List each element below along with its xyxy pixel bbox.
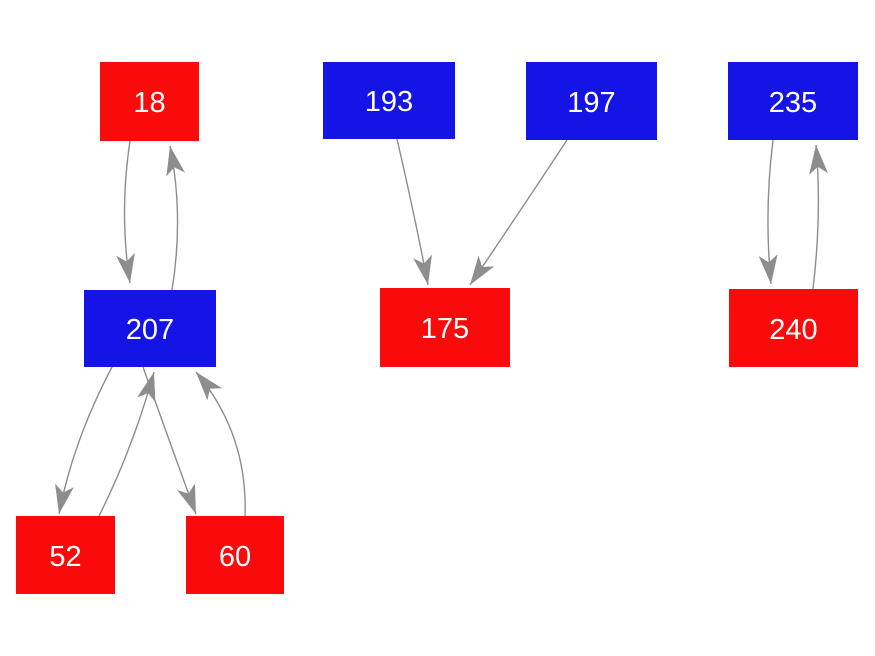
arrowhead-icon: [177, 483, 196, 514]
graph-node-52[interactable]: 52: [16, 516, 115, 594]
arrowhead-icon: [758, 254, 778, 284]
arrowhead-icon: [470, 255, 495, 285]
graph-node-240[interactable]: 240: [729, 289, 858, 367]
node-label: 240: [769, 313, 818, 346]
edge-240-to-235: [809, 144, 828, 290]
graph-node-207[interactable]: 207: [84, 290, 216, 367]
node-label: 207: [125, 314, 175, 346]
node-label: 235: [768, 86, 818, 119]
graph-node-18[interactable]: 18: [100, 62, 199, 141]
edge-60-to-207: [195, 371, 246, 517]
edge-207-to-18: [166, 145, 185, 291]
graph-node-235[interactable]: 235: [728, 62, 858, 140]
edge-235-to-240: [758, 139, 778, 285]
graph-node-193[interactable]: 193: [323, 62, 455, 139]
edge-line: [469, 139, 568, 286]
node-label: 60: [218, 540, 252, 573]
node-label: 18: [133, 87, 166, 119]
graph-node-197[interactable]: 197: [526, 62, 657, 140]
arrowhead-icon: [166, 146, 185, 177]
node-label: 175: [420, 313, 470, 345]
edge-line: [396, 138, 429, 286]
edge-52-to-207: [98, 371, 156, 517]
arrowhead-icon: [137, 372, 156, 403]
arrowhead-icon: [809, 145, 828, 175]
node-label: 193: [364, 86, 414, 118]
graph-node-60[interactable]: 60: [186, 516, 284, 594]
arrowhead-icon: [413, 254, 432, 285]
graph-node-175[interactable]: 175: [380, 288, 510, 367]
arrowhead-icon: [116, 252, 135, 283]
node-label: 52: [49, 540, 82, 573]
edge-line: [142, 366, 197, 515]
edge-18-to-207: [116, 140, 135, 284]
edge-193-to-175: [396, 138, 432, 286]
edge-line: [195, 371, 246, 517]
edge-197-to-175: [469, 139, 568, 286]
node-label: 197: [567, 86, 616, 119]
arrowhead-icon: [55, 483, 74, 514]
edge-207-to-60: [142, 366, 197, 515]
edge-207-to-52: [55, 366, 113, 515]
arrowhead-icon: [196, 372, 222, 401]
